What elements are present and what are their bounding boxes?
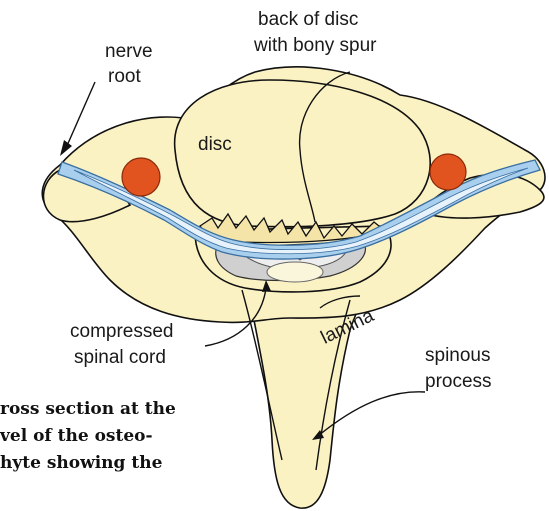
label-spinous-line2: process — [425, 371, 492, 392]
label-nerve-root-line2: root — [108, 66, 141, 87]
label-compressed-cord-line1: compressed — [70, 321, 174, 342]
label-compressed-cord-line2: spinal cord — [74, 347, 166, 368]
label-disc: disc — [198, 134, 232, 155]
label-back-of-disc-line2: with bony spur — [253, 35, 377, 56]
nerve-root-circle-right — [430, 154, 466, 190]
label-nerve-root-line1: nerve — [105, 41, 153, 62]
nerve-root-circle-left — [122, 158, 160, 196]
label-back-of-disc-line1: back of disc — [258, 9, 358, 30]
caption-line1: ross section at the — [0, 399, 176, 419]
caption-line3: hyte showing the — [0, 453, 163, 473]
label-spinous-line1: spinous — [425, 345, 491, 366]
caption-line2: vel of the osteo- — [0, 426, 153, 446]
spinal-cord-center — [267, 262, 323, 282]
